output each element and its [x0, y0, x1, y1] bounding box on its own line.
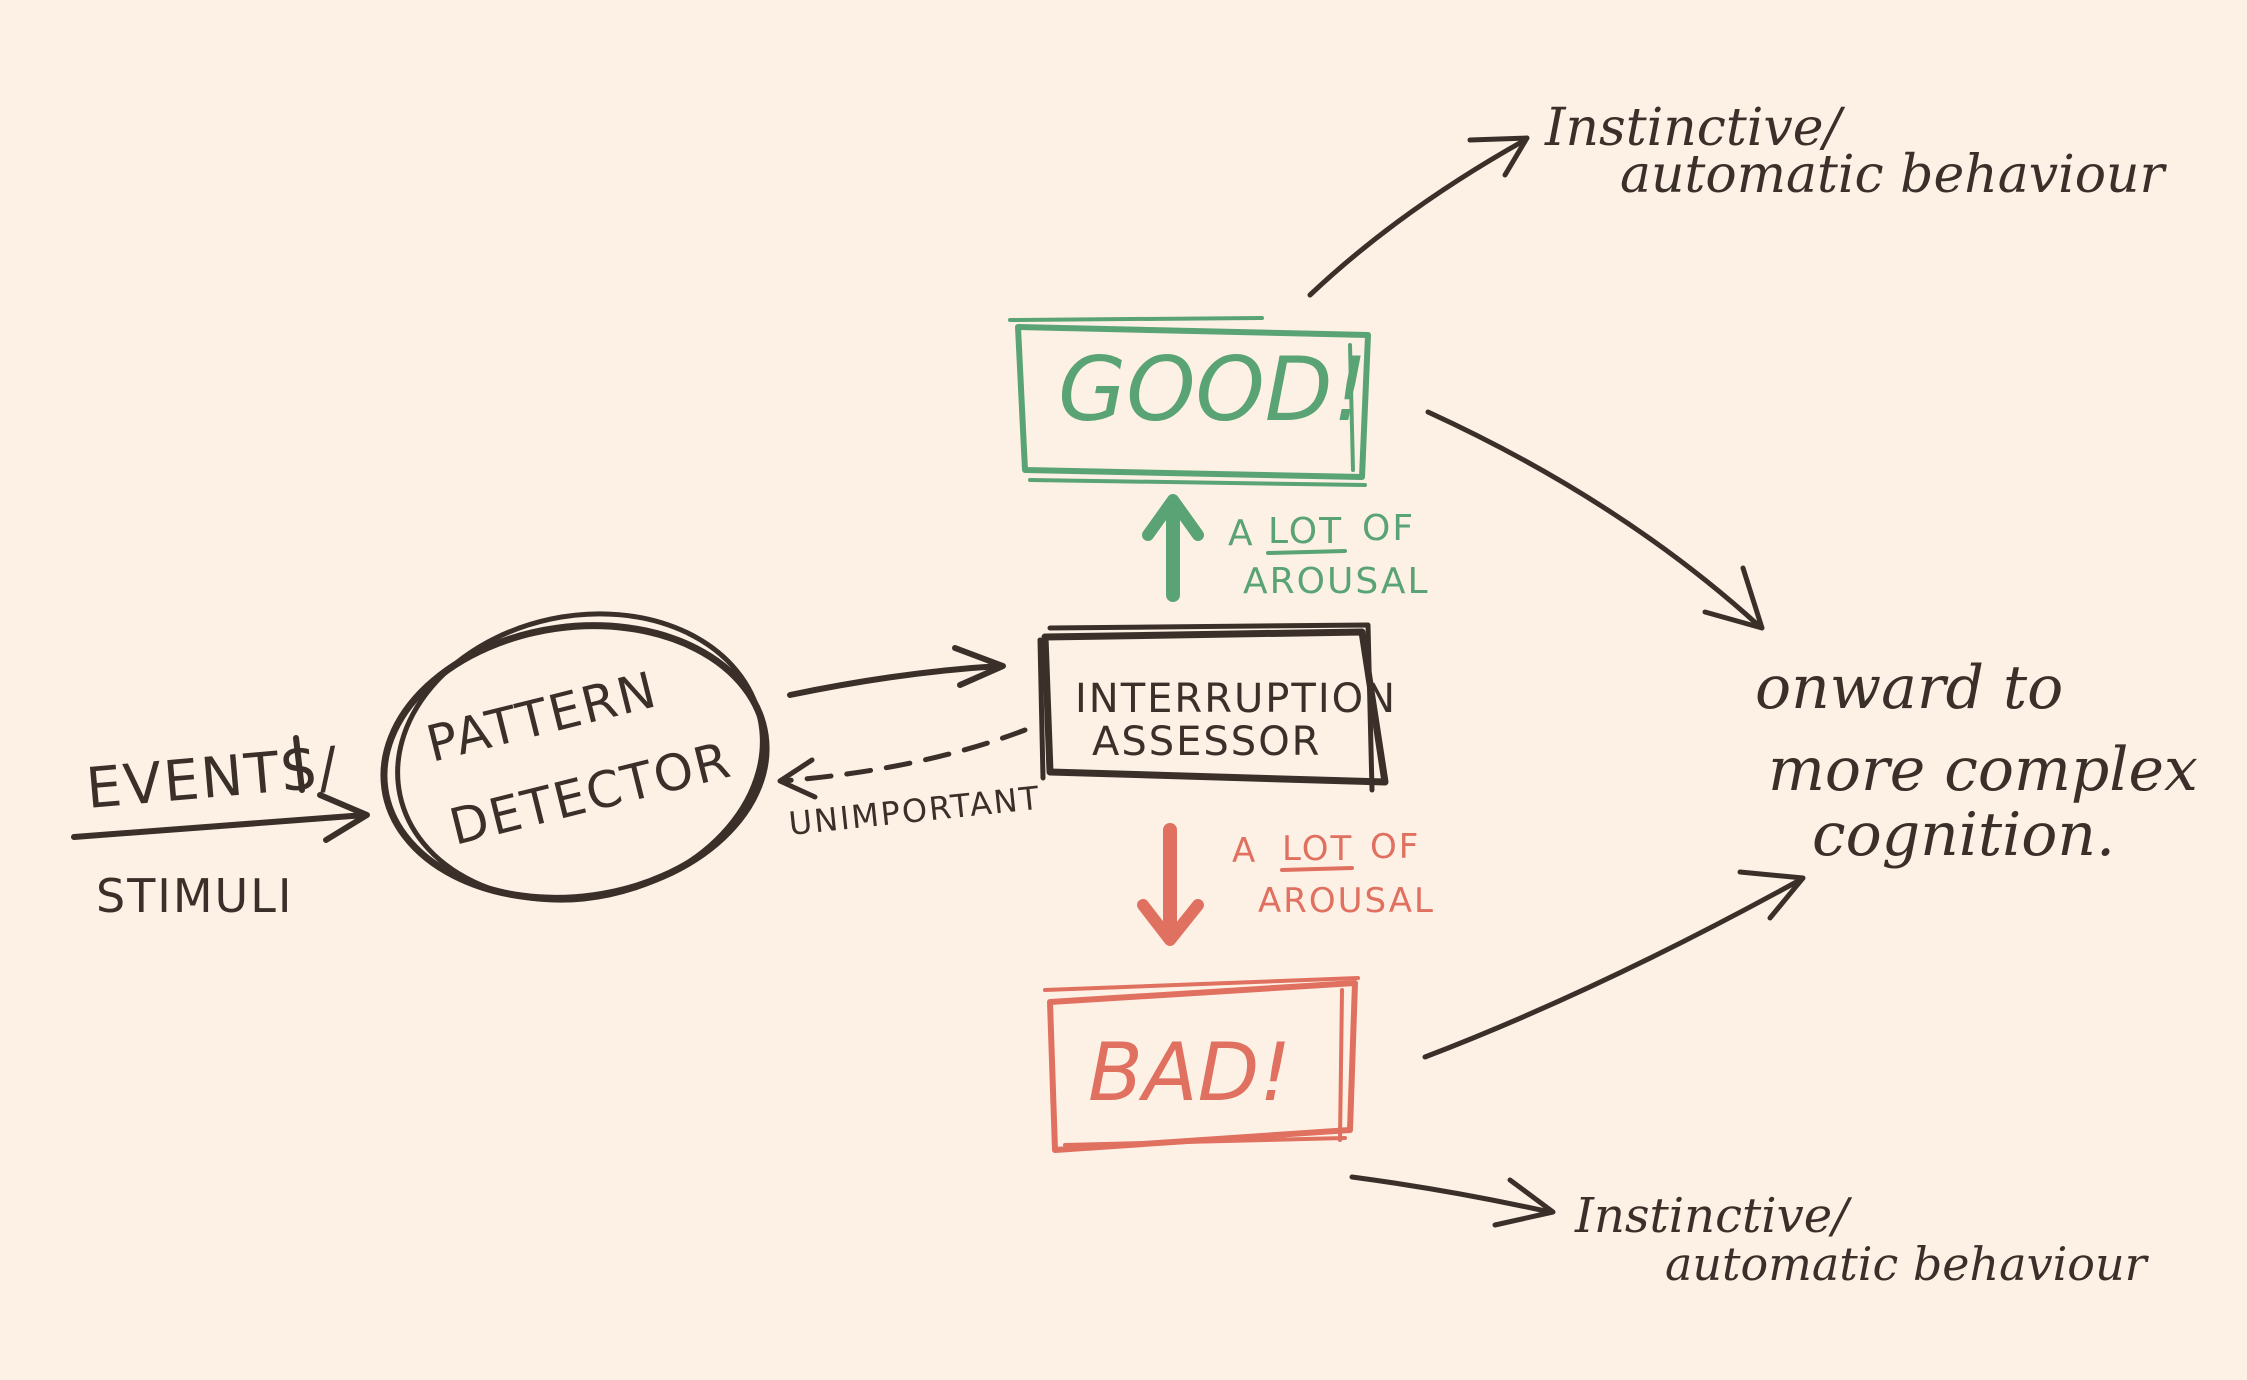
good-box [1015, 324, 1371, 480]
arousal-down-arrowhead [1137, 899, 1204, 946]
arousal-good-lot: LOT [1268, 511, 1343, 552]
good-to-instinctive-arrow [1307, 137, 1528, 298]
bad-box [1047, 980, 1358, 1153]
onward-line1: onward to [1755, 653, 2063, 723]
bad-to-instinctive-arrowhead [1492, 1177, 1556, 1228]
instinctive-bottom-line2: automatic behaviour [1665, 1237, 2150, 1291]
detector-to-assessor-arrow [787, 663, 1003, 698]
arousal-bad-lot: LOT [1282, 829, 1353, 869]
good-to-onward-arrowhead [1702, 565, 1765, 631]
arousal-good-lot-underline [1266, 549, 1347, 555]
onward-line3: cognition. [1812, 800, 2115, 870]
arousal-good-line2: AROUSAL [1243, 561, 1430, 602]
instinctive-top-line2: automatic behaviour [1620, 145, 2168, 205]
pattern-detector-ellipse-outline [395, 611, 765, 903]
arousal-good-of: OF [1362, 508, 1415, 549]
onward-line2: more complex [1768, 735, 2198, 805]
bad-to-onward-arrow [1422, 877, 1803, 1060]
arousal-good-a: A [1228, 513, 1255, 554]
arousal-bad-a: A [1232, 831, 1257, 871]
bad-label: BAD! [1088, 1026, 1291, 1119]
input-arrowhead [317, 792, 370, 843]
bad-to-instinctive-arrow [1349, 1174, 1553, 1215]
unimportant-arrowhead [777, 757, 818, 800]
events-divider-line [293, 735, 305, 793]
good-box-outline [1008, 316, 1367, 487]
unimportant-dashed-arrow [779, 727, 1028, 784]
good-label: GOOD! [1058, 338, 1368, 441]
good-to-instinctive-arrowhead [1467, 135, 1530, 178]
arousal-bad-lot-underline [1280, 866, 1354, 872]
arousal-bad-of: OF [1370, 827, 1420, 867]
instinctive-bottom-line1: Instinctive/ [1574, 1188, 1853, 1244]
stimuli-label: STIMULI [96, 869, 293, 923]
input-arrow [71, 812, 368, 840]
bad-box-outline [1043, 976, 1360, 1147]
bad-to-onward-arrowhead [1737, 869, 1806, 921]
interruption-assessor-box-outline [1037, 622, 1375, 793]
unimportant-label: UNIMPORTANT [787, 779, 1043, 843]
interruption-assessor-box [1041, 628, 1389, 786]
arousal-up-arrowhead [1142, 494, 1204, 541]
interruption-assessor-line2: ASSESSOR [1092, 719, 1321, 765]
arousal-bad-line2: AROUSAL [1258, 881, 1435, 921]
good-to-onward-arrow [1425, 409, 1761, 628]
instinctive-top-line1: Instinctive/ [1544, 98, 1846, 158]
interruption-assessor-line1: INTERRUPTION [1075, 676, 1397, 722]
detector-to-assessor-arrowhead [952, 645, 1006, 688]
